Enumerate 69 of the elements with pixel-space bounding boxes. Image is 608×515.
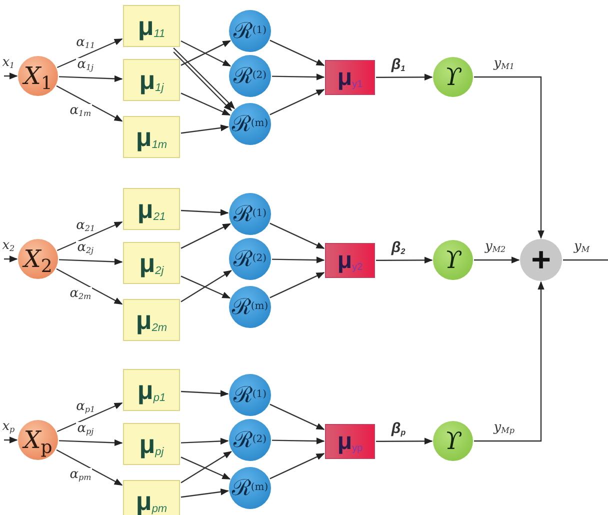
output-membership-box: μ$_{yp}$ (325, 424, 375, 459)
edge-label: x$_{2}$ (1, 239, 16, 252)
edge-label: β$_{1}$ (390, 57, 406, 72)
edge-label: α$_{pm}$ (68, 468, 92, 482)
edge-label: x$_{p}$ (1, 420, 16, 433)
edge-label: α$_{11}$ (75, 36, 96, 50)
output-membership-box: μ$_{y1}$ (325, 60, 375, 95)
arrow (270, 89, 325, 116)
edge-label: y$_{M2}$ (484, 240, 507, 253)
arrow (376, 438, 433, 444)
arrow (180, 488, 230, 498)
edge-label: α$_{1j}$ (76, 58, 95, 71)
membership-function-box: μ$_{1j}$ (123, 59, 180, 101)
arrow (58, 258, 123, 266)
edge-label: α$_{pj}$ (76, 422, 95, 435)
arrow (56, 85, 123, 122)
arrow (376, 256, 433, 264)
arrow (270, 222, 325, 249)
arrow (180, 438, 229, 445)
arrow (56, 38, 123, 68)
membership-function-box: μ$_{1m}$ (123, 116, 180, 158)
arrow (272, 256, 325, 264)
membership-function-box: μ$_{2j}$ (123, 242, 180, 284)
arrow (58, 75, 123, 82)
arrow (180, 390, 229, 397)
arrow (56, 268, 123, 305)
arrow (4, 256, 18, 262)
arrow (56, 449, 123, 486)
arrow (180, 209, 229, 216)
membership-function-box: μ$_{11}$ (123, 5, 180, 47)
membership-function-box: μ$_{2m}$ (123, 299, 180, 341)
edge-label: α$_{2j}$ (76, 240, 95, 254)
arrow (474, 256, 520, 264)
arrow (474, 281, 544, 442)
arrow (180, 451, 232, 484)
arrow (272, 438, 325, 444)
arrow (58, 439, 123, 446)
arrow (180, 270, 232, 302)
arrow (474, 76, 544, 239)
arrow (270, 404, 325, 430)
arrow (272, 74, 325, 80)
arrow (4, 436, 18, 444)
edge-label: β$_{2}$ (390, 240, 406, 256)
membership-function-box: μ$_{pm}$ (123, 480, 180, 515)
edge-label: y$_{M}$ (573, 240, 591, 253)
arrow (180, 223, 232, 249)
arrow (180, 276, 231, 299)
membership-function-box: μ$_{pj}$ (123, 423, 180, 465)
edge-label: y$_{M1}$ (492, 57, 516, 70)
arrow (56, 221, 123, 252)
arrow (270, 272, 325, 298)
output-membership-box: μ$_{y2}$ (325, 243, 375, 278)
edge-label: α$_{1m}$ (68, 104, 92, 118)
arrow (56, 402, 123, 432)
edge-label: x$_{1}$ (1, 56, 16, 69)
membership-function-box: μ$_{p1}$ (123, 369, 180, 411)
edge-label: α$_{21}$ (75, 219, 96, 232)
arrow (180, 124, 230, 134)
edge-label: β$_{p}$ (390, 421, 407, 436)
edge-label: y$_{Mp}$ (492, 421, 516, 434)
edge-label: α$_{p1}$ (75, 400, 96, 414)
arrow (4, 72, 18, 80)
arrow (270, 40, 325, 66)
arrow (270, 453, 325, 480)
edge-label: α$_{2m}$ (68, 287, 92, 300)
membership-function-box: μ$_{21}$ (123, 188, 180, 230)
arrow (180, 456, 231, 480)
arrow (180, 92, 231, 116)
arrow (376, 74, 433, 80)
